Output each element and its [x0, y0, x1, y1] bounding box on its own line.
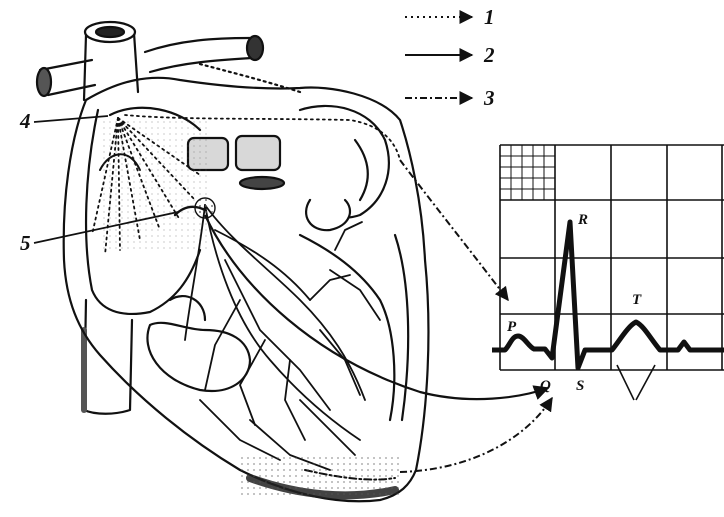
ecg-wave-q: Q — [540, 378, 551, 394]
legend-number: 1 — [484, 5, 495, 29]
ecg-trace — [492, 222, 724, 368]
arrow-atria-to-p — [400, 160, 508, 300]
ecg-panel: P R Q S T — [492, 145, 724, 400]
legend-item-2: 2 — [405, 43, 495, 67]
legend-item-3: 3 — [405, 86, 495, 110]
arrow-septum-to-q — [205, 215, 548, 399]
label-4-text: 4 — [19, 109, 31, 133]
ecg-grid — [500, 145, 724, 370]
ecg-wave-r: R — [577, 212, 588, 228]
label-5-text: 5 — [20, 231, 31, 255]
legend-item-1: 1 — [405, 5, 495, 29]
legend-number: 3 — [483, 86, 495, 110]
legend-number: 2 — [483, 43, 495, 67]
legend: 1 2 3 — [405, 5, 495, 110]
ecg-wave-s: S — [576, 378, 584, 394]
ecg-wave-t: T — [632, 292, 642, 308]
ecg-wave-p: P — [507, 319, 517, 335]
